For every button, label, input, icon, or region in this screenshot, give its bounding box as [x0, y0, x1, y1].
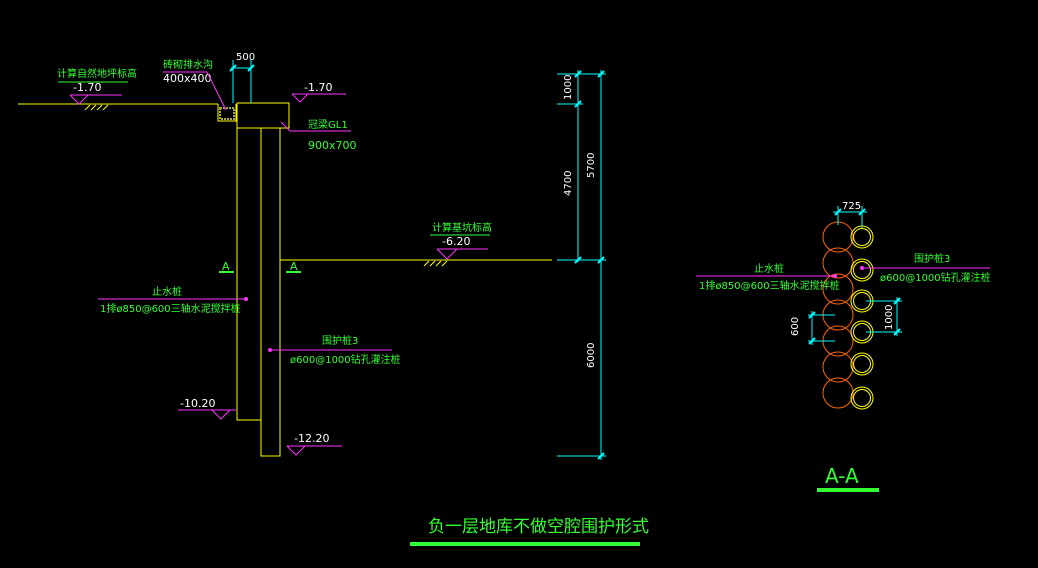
drain-brick-hatch	[219, 107, 235, 120]
pit-level-mark: 计算基坑标高 -6.20	[423, 221, 492, 267]
vertical-dimensions: 1000 4700 5700 6000	[557, 70, 606, 460]
cutoff-pile	[236, 127, 262, 421]
cut-mark-right: A	[286, 260, 301, 273]
cut-mark-right-label: A	[290, 260, 298, 273]
plan-retaining-label: 围护桩3	[914, 252, 950, 265]
ground-level-label: 计算自然地坪标高	[57, 67, 137, 80]
cut-mark-left-label: A	[222, 260, 230, 273]
plan-dim-right-label: 1000	[884, 305, 895, 330]
dim-top-width: 500	[229, 52, 255, 103]
drain-mark: 砖砌排水沟 400x400	[163, 58, 227, 111]
drawing-title-label: 负一层地库不做空腔围护形式	[428, 517, 649, 537]
top-level-value: -1.70	[304, 81, 332, 94]
retaining-pile-circles	[850, 225, 874, 410]
retaining-pile-label: 围护桩3	[322, 334, 358, 347]
dim-4700: 4700	[563, 171, 574, 196]
plan-cutoff-callout: 止水桩 1排ø850@600三轴水泥搅拌桩	[696, 262, 840, 292]
section-view: 500 计算自然地坪标高 -1.70 砖砌排水沟 400x400 -1.70	[18, 52, 606, 460]
plan-dim-width-label: 725	[842, 201, 861, 212]
retaining-pile-callout: 围护桩3 ø600@1000钻孔灌注桩	[268, 334, 401, 366]
drain-label: 砖砌排水沟	[163, 58, 213, 71]
cutoff-bottom-mark: -10.20	[178, 397, 236, 420]
plan-dim-width: 725	[833, 201, 867, 228]
plan-retaining-spec: ø600@1000钻孔灌注桩	[880, 271, 991, 284]
cutoff-bottom-value: -10.20	[180, 397, 215, 410]
retaining-pile-spec: ø600@1000钻孔灌注桩	[290, 353, 401, 366]
top-level-mark: -1.70	[291, 81, 346, 103]
cutoff-pile-callout: 止水桩 1排ø850@600三轴水泥搅拌桩	[98, 285, 248, 315]
plan-title: A-A	[817, 464, 879, 492]
drawing-title: 负一层地库不做空腔围护形式	[410, 517, 649, 546]
beam-mark: 冠梁GL1 900x700	[280, 118, 357, 152]
drain-outline	[217, 104, 237, 122]
pit-level-label: 计算基坑标高	[432, 221, 492, 234]
dim-6000: 6000	[586, 343, 597, 368]
beam-size: 900x700	[308, 139, 357, 152]
pile-bottom-mark: -12.20	[286, 432, 342, 456]
plan-dim-left-label: 600	[790, 317, 801, 336]
dim-1000: 1000	[563, 75, 574, 100]
cutoff-pile-spec: 1排ø850@600三轴水泥搅拌桩	[100, 302, 241, 315]
dim-5700: 5700	[586, 153, 597, 178]
plan-dim-right: 1000	[866, 297, 902, 336]
plan-cutoff-label: 止水桩	[754, 262, 784, 275]
cut-mark-left: A	[219, 260, 234, 273]
plan-view: 725 止水桩 1排ø850@600三轴水泥搅拌桩 围护桩3 ø600@1000…	[696, 201, 991, 492]
pit-level-value: -6.20	[442, 235, 470, 248]
ground-level-mark: 计算自然地坪标高 -1.70	[57, 67, 137, 111]
retaining-pile	[260, 127, 281, 457]
beam-label: 冠梁GL1	[308, 118, 348, 131]
plan-dim-left: 600	[790, 311, 835, 345]
drain-size: 400x400	[163, 72, 212, 85]
cutoff-pile-label: 止水桩	[152, 285, 182, 298]
ground-level-value: -1.70	[73, 81, 101, 94]
plan-retaining-callout: 围护桩3 ø600@1000钻孔灌注桩	[860, 252, 991, 284]
crown-beam	[236, 102, 290, 129]
plan-cutoff-spec: 1排ø850@600三轴水泥搅拌桩	[699, 279, 840, 292]
pile-bottom-value: -12.20	[294, 432, 329, 445]
plan-title-label: A-A	[825, 464, 859, 488]
dim-top-width-label: 500	[236, 52, 255, 63]
